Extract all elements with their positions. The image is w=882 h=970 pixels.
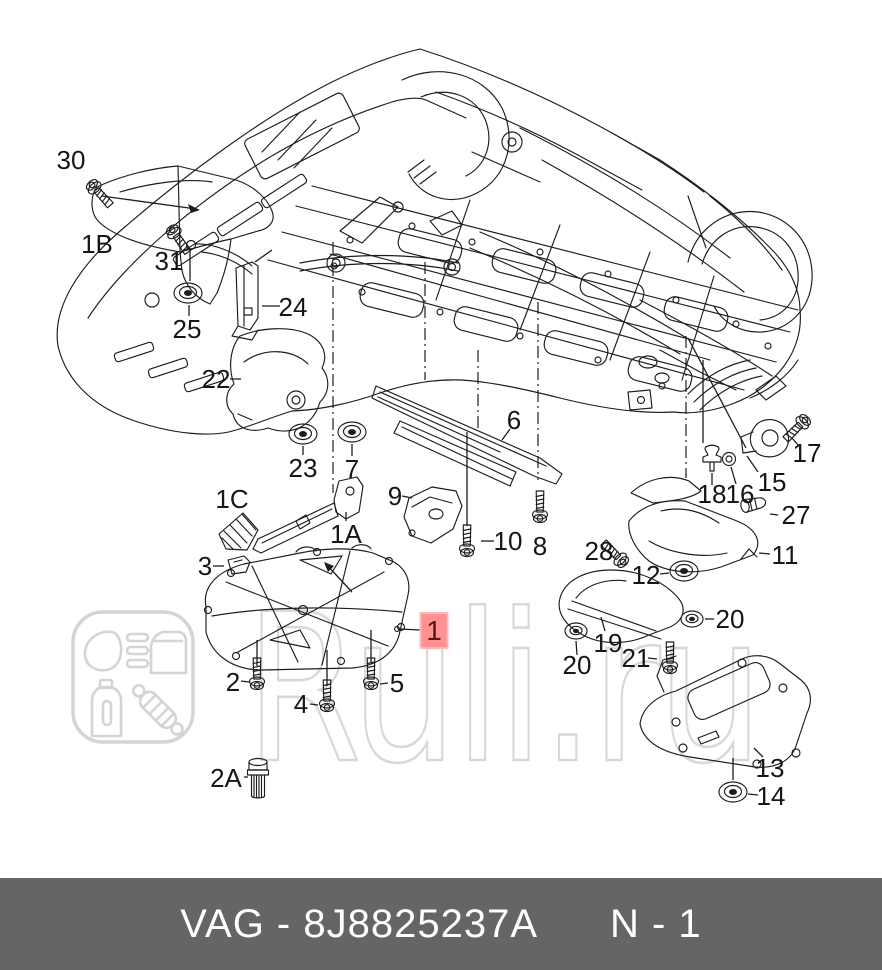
footer-catalog-code: VAG - 8J8825237A [180, 901, 538, 946]
callout-10: 10 [494, 526, 523, 556]
callout-5: 5 [390, 668, 404, 698]
callout-1A: 1A [330, 519, 362, 549]
headlight-icon [83, 630, 123, 672]
car-underbody-art [56, 48, 813, 435]
construction-lines [332, 242, 687, 493]
callout-22: 22 [202, 364, 231, 394]
part-11-cover [628, 476, 759, 573]
callout-13: 13 [756, 753, 785, 783]
callout-11: 11 [772, 540, 799, 570]
grommet-23 [288, 423, 318, 445]
part-13-undertray [639, 655, 811, 769]
callout-7: 7 [345, 454, 359, 484]
callout-6: 6 [507, 405, 521, 435]
callout-30: 30 [57, 145, 86, 175]
screw-10 [458, 524, 476, 558]
vent-bar-icon [125, 658, 150, 669]
callout-20-right: 20 [716, 604, 745, 634]
part-22-liner [226, 328, 329, 432]
footer-page-ref: N - 1 [610, 901, 702, 946]
callout-labels: 30 1B 31 25 24 22 23 7 1C 1A 3 9 10 8 6 … [57, 145, 822, 811]
callout-3: 3 [198, 551, 212, 581]
part-9-shield [403, 486, 463, 544]
callout-15: 15 [758, 467, 787, 497]
part-6-heat-shield [371, 385, 563, 487]
car-door-icon [149, 630, 188, 675]
grommet-7 [337, 421, 367, 443]
parts-art [83, 165, 814, 803]
part-24-bracket [185, 239, 259, 341]
callout-21: 21 [622, 643, 651, 673]
callout-23: 23 [289, 453, 318, 483]
callout-17: 17 [793, 438, 822, 468]
callout-8: 8 [533, 531, 547, 561]
callout-31: 31 [155, 246, 184, 276]
callout-4: 4 [294, 689, 308, 719]
callout-1C: 1C [215, 484, 248, 514]
callout-1B: 1B [81, 229, 113, 259]
part-1C-shield [218, 512, 259, 551]
leader-lines [101, 195, 800, 796]
vent-bar-icon [125, 632, 150, 643]
screw-30 [83, 176, 117, 211]
part-16-washer [721, 451, 737, 467]
vent-bar-icon [125, 645, 150, 656]
callout-27: 27 [782, 500, 811, 530]
callout-28: 28 [585, 536, 614, 566]
part-1A-sill-strip [252, 476, 364, 554]
callout-19: 19 [594, 628, 623, 658]
part-27-plug [740, 497, 767, 513]
part-18-clip [702, 444, 722, 472]
watermark-logo [71, 610, 195, 744]
oil-can-icon [90, 678, 123, 738]
part-3-clip [227, 555, 251, 575]
callout-20-left: 20 [563, 650, 592, 680]
callout-2: 2 [226, 667, 240, 697]
part-15-bracket [740, 418, 790, 458]
callout-12: 12 [632, 560, 661, 590]
footer-bar: VAG - 8J8825237A N - 1 [0, 878, 882, 970]
callout-2A: 2A [210, 763, 242, 793]
callout-24: 24 [279, 292, 308, 322]
screw-8 [531, 490, 549, 524]
highlighted-callout-label: 1 [426, 615, 442, 646]
callout-9: 9 [388, 481, 402, 511]
grommet-25 [173, 282, 203, 304]
callout-16: 16 [726, 479, 755, 509]
shock-absorber-icon [131, 683, 184, 736]
callout-14: 14 [757, 781, 786, 811]
callout-18: 18 [698, 479, 727, 509]
highlighted-callout-1[interactable]: 1 [419, 612, 449, 649]
callout-25: 25 [173, 314, 202, 344]
part-1-skid-plate [203, 544, 410, 671]
